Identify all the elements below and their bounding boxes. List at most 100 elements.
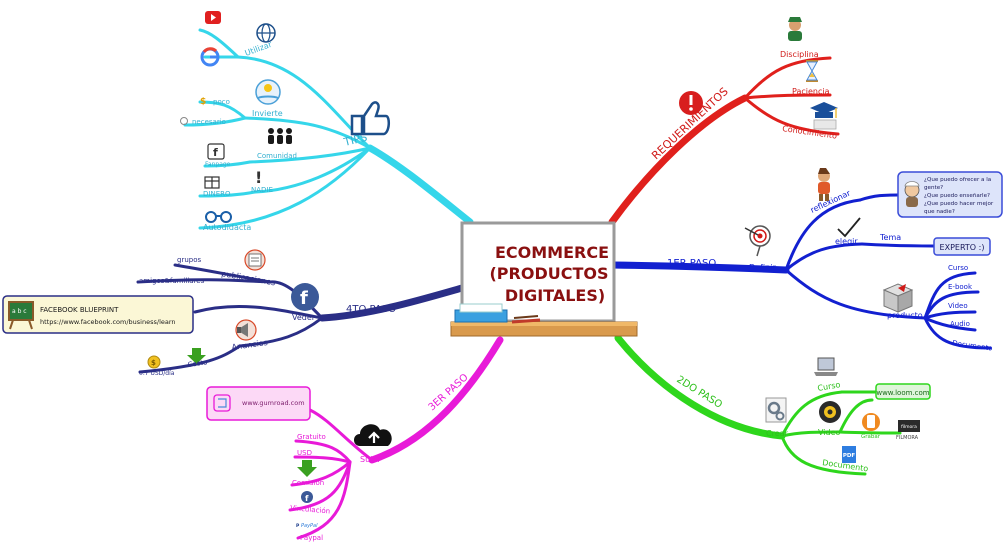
tips-poco: poco <box>213 98 230 106</box>
paso3-gumroad: www.gumroad.com <box>242 399 305 407</box>
paso2-curso: Curso <box>817 380 841 393</box>
thumbs-up-icon <box>350 101 390 136</box>
dollar-icon: $ <box>200 97 206 107</box>
experto-box[interactable]: EXPERTO :) <box>933 237 991 256</box>
req-subbranches <box>743 56 840 136</box>
paso3-gratuito: Gratuito <box>297 433 326 441</box>
newspaper-icon <box>244 249 266 271</box>
branch-paso3 <box>368 336 504 464</box>
globe-icon <box>256 23 276 43</box>
glasses-icon <box>205 211 232 223</box>
box-icon <box>882 283 914 313</box>
paso3-comision: Comisión <box>292 479 324 487</box>
paso1-producto: producto <box>887 311 923 320</box>
svg-text:P: P <box>296 523 300 529</box>
paso2-crear: Crear <box>766 429 789 438</box>
tips-utilizar: Utilizar <box>244 40 274 58</box>
paso4-publicaciones: publicaciones <box>221 269 276 287</box>
questions-box[interactable]: ¿Que puedo ofrecer a la gente? ¿Que pued… <box>897 171 1003 218</box>
hourglass-icon <box>806 60 818 82</box>
paso2-subbranches <box>780 390 902 476</box>
paso2-grabar: Grabar <box>861 434 881 440</box>
pdf-icon: PDF <box>842 446 856 463</box>
branch-requerimientos <box>608 94 749 226</box>
paso1-label[interactable]: 1ER PASO <box>667 258 716 269</box>
branch-tips <box>366 144 474 226</box>
svg-text:a b c: a b c <box>12 308 27 315</box>
paso3-paypal: Paypal <box>300 534 323 542</box>
people-icon <box>268 128 292 144</box>
laptop-icon <box>814 357 838 376</box>
paso4-grupos: grupos <box>177 256 201 264</box>
question-line-3: ¿Que puedo enseñarle? <box>924 193 990 199</box>
clock-icon <box>180 117 188 125</box>
svg-text:filmora: filmora <box>901 424 917 430</box>
producto-item-documento: Documento <box>952 339 993 353</box>
fb-blueprint-title: FACEBOOK BLUEPRINT <box>40 306 119 314</box>
svg-text:$: $ <box>151 359 156 367</box>
paso1-definir: Definir <box>749 263 776 272</box>
hand-money-icon <box>255 79 281 105</box>
cloud-upload-icon <box>354 424 392 446</box>
central-topic[interactable]: ECOMMERCE (PRODUCTOS DIGITALES) <box>450 221 638 337</box>
down-arrow-green-icon <box>187 348 206 364</box>
paso4-costo: Costo <box>187 358 208 369</box>
gumroad-box[interactable]: www.gumroad.com <box>206 386 311 421</box>
video-camera-icon <box>819 401 841 423</box>
svg-text:PDF: PDF <box>843 453 856 459</box>
producto-item-curso: Curso <box>948 264 968 272</box>
tips-autodidacta: Autodidacta <box>203 223 251 232</box>
google-icon <box>200 47 220 67</box>
phone-record-icon <box>862 413 880 431</box>
tips-fanpage: Fanpage <box>205 161 231 168</box>
paso4-subbranches <box>136 263 324 374</box>
paso3-subir: Subir <box>360 455 381 464</box>
target-icon <box>744 225 771 257</box>
paso3-usd: USD <box>297 449 312 457</box>
thinking-man-icon <box>818 168 830 201</box>
paso3-subbranches <box>288 408 374 540</box>
paypal-logo: P PayPal <box>296 523 318 529</box>
fb-blueprint-url[interactable]: https://www.facebook.com/business/learn <box>40 318 176 326</box>
loom-box[interactable]: www.loom.com <box>875 383 931 400</box>
tips-nadie: NADIE <box>251 186 273 194</box>
tips-dinero: DINERO <box>203 190 231 198</box>
coin-icon: $ <box>147 355 161 369</box>
tips-topic[interactable]: TIPS <box>342 101 390 149</box>
person-icon <box>788 17 802 41</box>
paso4-veder: Veder <box>292 313 316 322</box>
branch-paso1 <box>608 261 790 274</box>
gears-icon <box>765 397 787 423</box>
exclamation-icon: ! <box>255 168 262 187</box>
question-line-2: gente? <box>924 185 943 191</box>
paso4-anuncios: Anuncios <box>231 338 268 352</box>
graduation-cap-icon <box>810 102 838 130</box>
center-line1: ECOMMERCE <box>495 243 609 262</box>
req-paciencia: Paciencia <box>792 87 830 96</box>
paso4-label[interactable]: 4TO PASO <box>346 304 396 315</box>
filmora-logo: filmora <box>898 420 920 432</box>
svg-text:f: f <box>300 288 308 309</box>
checkmark-icon <box>837 217 861 238</box>
facebook-blueprint-box[interactable]: a b c FACEBOOK BLUEPRINT https://www.fac… <box>2 295 194 334</box>
paso1-elegir: elegir <box>835 237 858 246</box>
paso1-tema: Tema <box>879 233 901 242</box>
svg-text:f: f <box>305 494 309 503</box>
tips-necesario: necesario <box>192 118 226 126</box>
youtube-icon <box>205 11 221 24</box>
paso4-amigos: amigos&familiares <box>139 277 205 285</box>
svg-text:f: f <box>213 146 218 159</box>
center-line3: DIGITALES) <box>505 286 605 305</box>
paso3-vinculacion: Vinculación <box>290 504 331 515</box>
paso2-loom: www.loom.com <box>876 389 929 397</box>
paso2-filmora: FILMORA <box>896 435 919 441</box>
branch-paso4 <box>318 284 466 322</box>
facebook-circle-icon: f <box>291 283 319 311</box>
branch-paso2 <box>614 334 786 440</box>
facebook-page-icon: f <box>207 143 225 160</box>
tips-subbranches <box>183 28 372 230</box>
tips-comunidad: Comunidad <box>257 152 297 160</box>
tips-invierte: Invierte <box>252 109 283 118</box>
paso4-costo-valor: 0.7 USD/día <box>139 370 175 377</box>
